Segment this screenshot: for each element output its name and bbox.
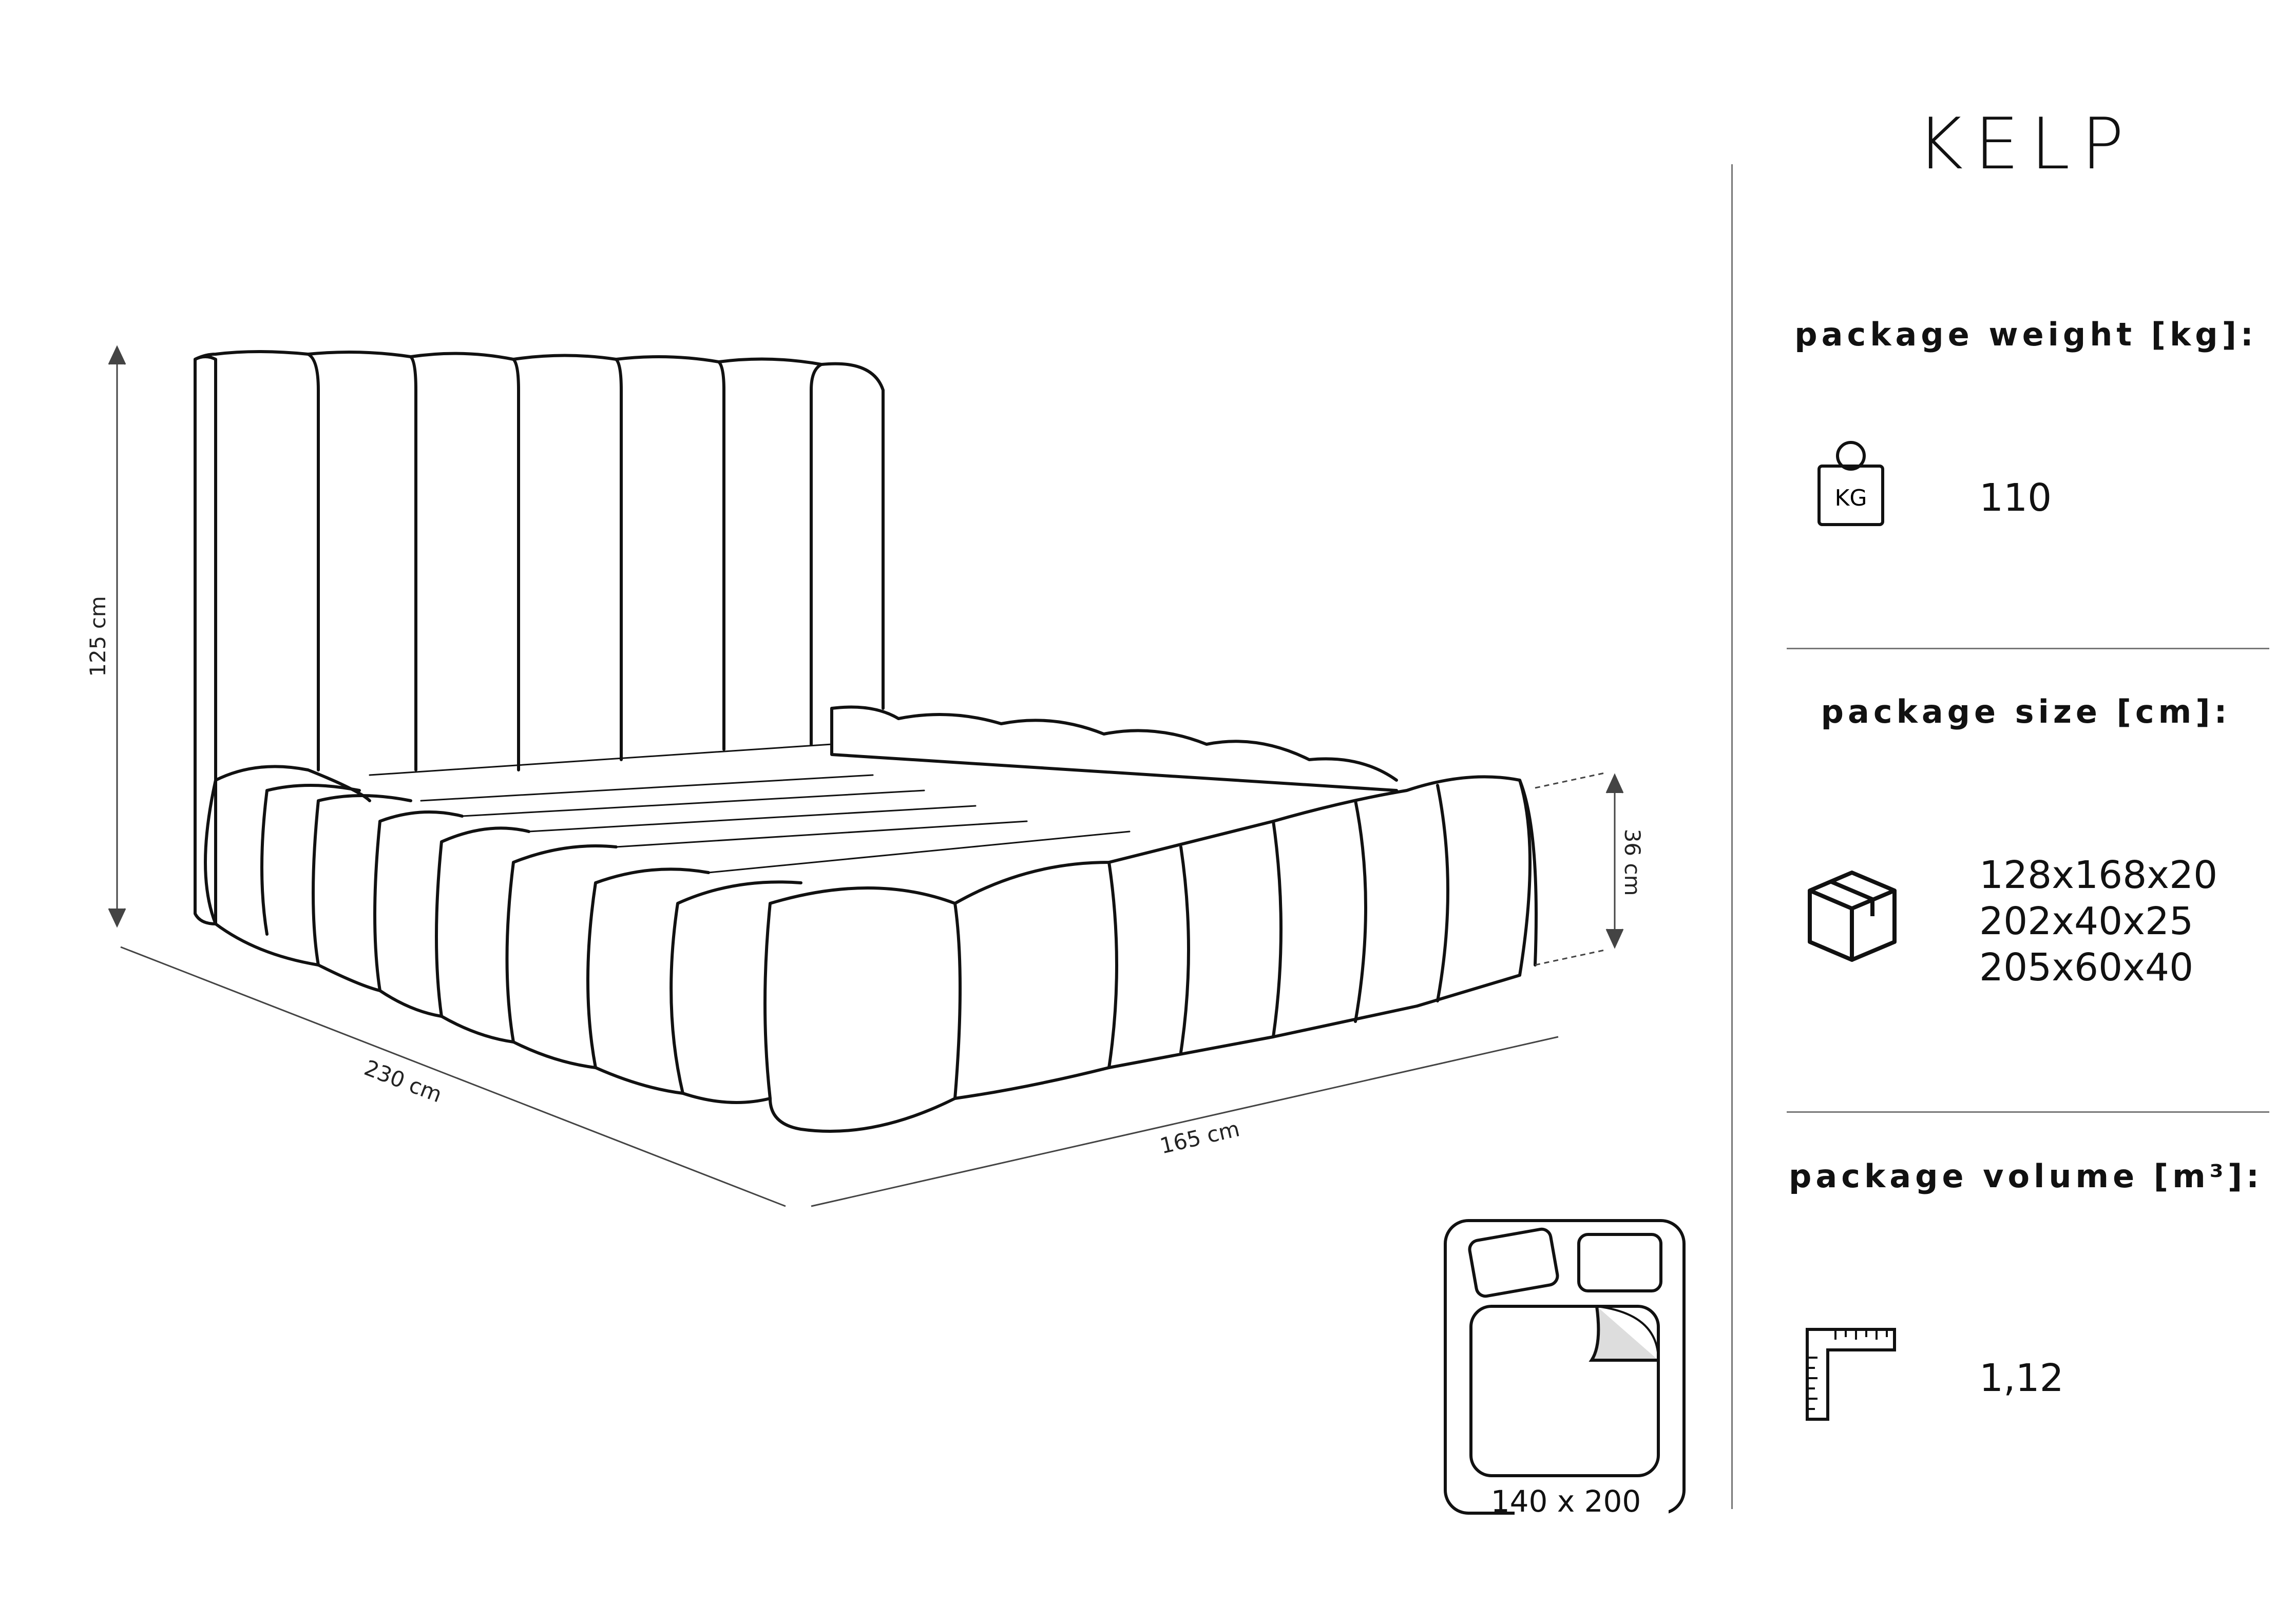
weight-kg-icon: KG (1815, 436, 1887, 529)
bed-frame (204, 765, 371, 925)
product-title: KELP (1917, 103, 2135, 185)
bed-size-icon (1444, 1219, 1686, 1515)
volume-heading: package volume [m³]: (1789, 1157, 2263, 1195)
size-value-3: 205x60x40 (1979, 945, 2194, 990)
dim-width: 165 cm (1157, 1116, 1242, 1158)
weight-heading: package weight [kg]: (1794, 316, 2257, 353)
dim-frame-height: 36 cm (1620, 829, 1645, 896)
dim-height: 125 cm (85, 596, 110, 677)
size-value-1: 128x168x20 (1979, 853, 2218, 897)
size-heading: package size [cm]: (1821, 693, 2231, 730)
divider-2 (1787, 1111, 2269, 1113)
weight-value: 110 (1979, 476, 2052, 520)
size-value-2: 202x40x25 (1979, 899, 2194, 943)
weight-icon-label: KG (1835, 485, 1867, 511)
box-icon (1805, 867, 1900, 965)
ruler-icon (1805, 1327, 1897, 1422)
volume-value: 1,12 (1979, 1356, 2064, 1400)
divider-1 (1787, 648, 2269, 649)
divider-vertical (1731, 164, 1733, 1509)
bed-size-label: 140 x 200 (1491, 1484, 1641, 1519)
dim-length: 230 cm (361, 1055, 446, 1107)
